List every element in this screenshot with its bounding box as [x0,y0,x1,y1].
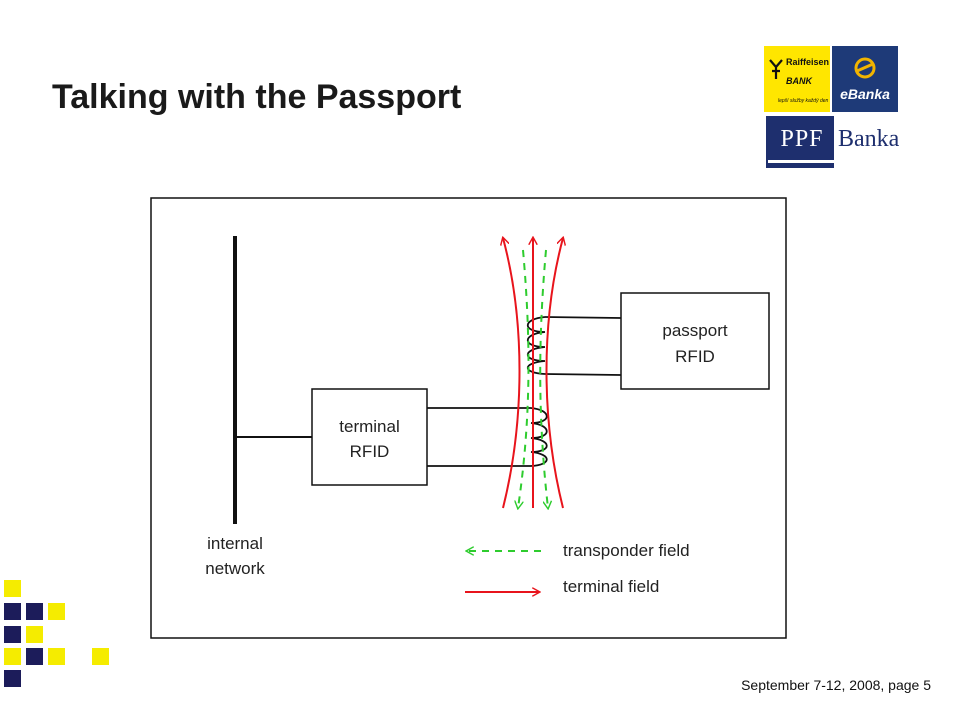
terminal-label-line1: terminal [339,417,399,436]
passport-rfid-box [620,292,770,390]
passport-coil-wire-top [544,316,622,319]
legend-terminal-label: terminal field [563,577,659,596]
ppf-banka-word: Banka [838,126,900,152]
raiffeisen-slogan: lepší služby každý den [778,98,829,104]
raiffeisen-bank-word: BANK [786,76,812,86]
network-label-line1: internal [207,534,263,553]
passport-label-line1: passport [662,321,727,340]
ppf-banka-logo: PPF Banka [764,114,934,170]
passport-coil [526,316,546,375]
passport-coil-wire-bottom [544,373,622,376]
terminal-field-line-right [545,238,564,509]
bank-logos: Raiffeisen BANK lepší služby každý den e… [764,46,934,170]
legend-transponder-label: transponder field [563,541,690,560]
slide-title: Talking with the Passport [52,78,462,116]
terminal-rfid-box [311,388,428,486]
terminal-field-line-left [503,238,521,509]
terminal-coil [530,407,548,467]
raiffeisen-name: Raiffeisen [786,57,830,67]
diagram-frame [150,197,787,639]
ebanka-logo: eBanka [832,46,898,112]
ppf-mark: PPF [780,126,824,152]
raiffeisen-gable-icon [769,59,783,79]
ebanka-swirl-icon [854,57,876,79]
slide-footer: September 7-12, 2008, page 5 [741,677,931,693]
ebanka-name: eBanka [840,86,890,102]
raiffeisen-bank-logo: Raiffeisen BANK lepší služby každý den [764,46,830,112]
passport-label-line2: RFID [675,347,715,366]
terminal-label-line2: RFID [350,442,390,461]
transponder-field-line-right [539,249,548,508]
network-label-line2: network [205,559,265,578]
transponder-field-line-left [518,249,530,508]
